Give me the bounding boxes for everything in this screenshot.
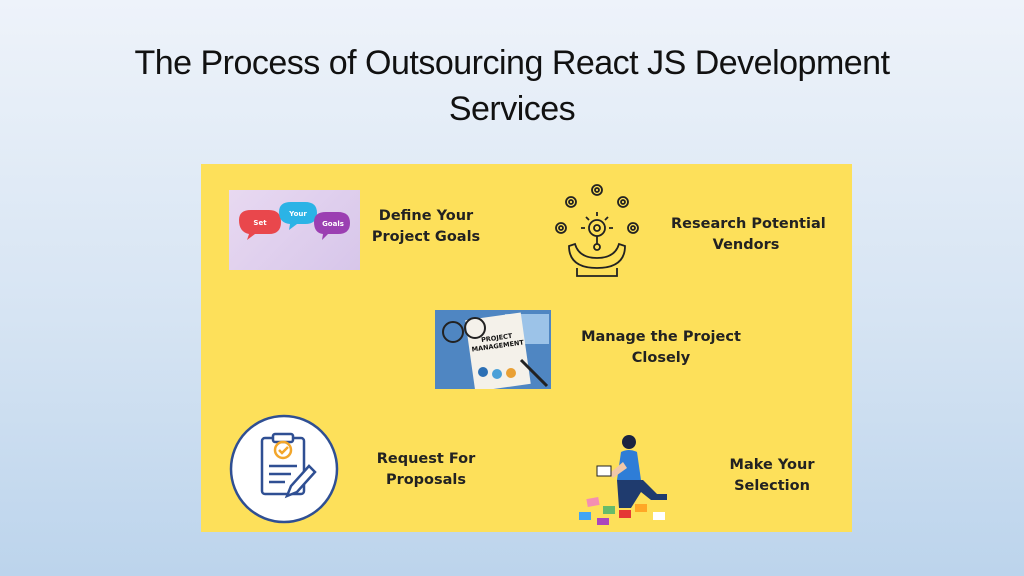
step-define-goals: Define Your Project Goals <box>371 206 481 248</box>
step-manage-project: Manage the Project Closely <box>581 327 741 369</box>
clipboard-illustration: PROJECT MANAGEMENT <box>435 310 551 389</box>
bubble-your: Your <box>288 210 307 218</box>
step-manage-line1: Manage the Project <box>581 329 741 345</box>
slide-title: The Process of Outsourcing React JS Deve… <box>0 40 1024 132</box>
step-research-line1: Research Potential <box>671 216 826 232</box>
step-research-line2: Vendors <box>712 237 780 253</box>
speech-bubbles-illustration: Set Your Goals <box>239 202 350 240</box>
set-your-goals-image: Set Your Goals <box>229 190 360 270</box>
step-selection-line1: Make Your <box>729 457 815 473</box>
step-selection-line2: Selection <box>734 478 810 494</box>
step-request-line1: Request For <box>376 451 476 467</box>
bubble-set: Set <box>253 219 267 227</box>
step-define-line2: Project Goals <box>371 229 481 245</box>
step-manage-line2: Closely <box>631 350 691 366</box>
proposal-document-icon <box>229 414 339 524</box>
bubble-goals: Goals <box>322 220 344 228</box>
slide-title-line1: The Process of Outsourcing React JS Deve… <box>134 44 890 82</box>
person-selecting-illustration <box>579 435 667 525</box>
slide-title-line2: Services <box>448 90 576 128</box>
gears-hand-icon <box>555 184 639 277</box>
step-request-line2: Proposals <box>385 472 467 488</box>
step-research-vendors: Research Potential Vendors <box>671 214 826 256</box>
process-panel: Set Your Goals Define Your Project Goals… <box>201 164 852 532</box>
step-make-selection: Make Your Selection <box>713 455 831 497</box>
step-define-line1: Define Your <box>378 208 474 224</box>
project-management-image: PROJECT MANAGEMENT <box>435 310 551 389</box>
step-request-proposals: Request For Proposals <box>366 449 486 491</box>
